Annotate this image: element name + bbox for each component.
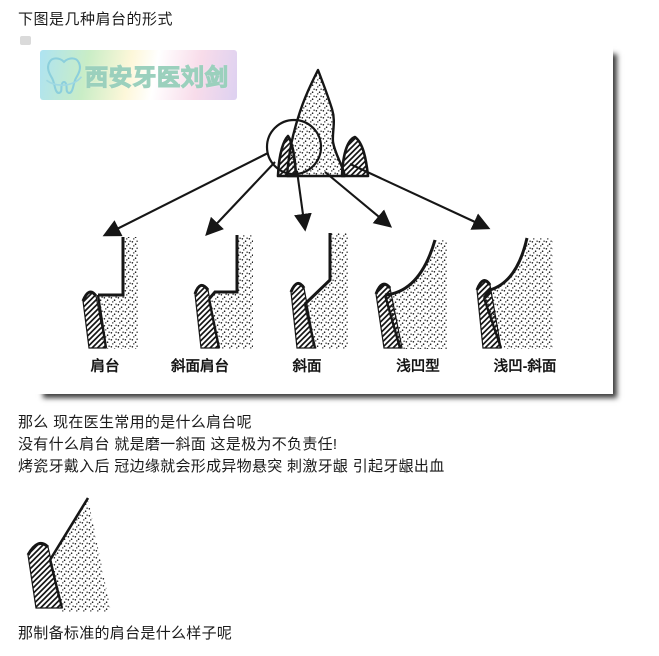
- tooth-logo-icon: [45, 57, 83, 94]
- arrow-to-chamfer-bevel: [349, 163, 491, 230]
- margin-drawing-chamfer: [374, 239, 447, 349]
- label-chamfer: 浅凹型: [396, 359, 440, 375]
- arrow-to-bevel: [294, 170, 312, 232]
- commentary-line-1: 那么 现在医生常用的是什么肩台呢: [18, 414, 252, 431]
- shoulder-types-figure: 西安牙医刘剑 肩台 斜面肩台 斜面 浅凹型 浅凹-斜面: [35, 46, 613, 394]
- gingiva-left: [276, 134, 298, 178]
- commentary-line-2: 没有什么肩台 就是磨一斜面 这是极为不负责任!: [18, 436, 338, 453]
- label-shoulder: 肩台: [90, 359, 120, 375]
- label-beveled-shoulder: 斜面肩台: [171, 359, 229, 375]
- label-bevel: 斜面: [292, 359, 322, 375]
- commentary-line-3: 烤瓷牙戴入后 冠边缘就会形成异物悬突 刺激牙龈 引起牙龈出血: [18, 458, 445, 475]
- watermark-banner: 西安牙医刘剑: [40, 50, 237, 100]
- bevel-closeup-figure: [26, 497, 111, 612]
- arrow-to-chamfer: [324, 171, 393, 228]
- shoulder-types-diagram: [81, 68, 553, 349]
- page-title: 下图是几种肩台的形式: [18, 11, 174, 28]
- scan-artifact: [20, 36, 31, 45]
- margin-drawing-bevel: [289, 233, 348, 349]
- pointer-arrows: [102, 152, 491, 237]
- margin-drawing-chamfer-bevel: [475, 237, 553, 349]
- arrow-to-shoulder: [102, 152, 269, 237]
- label-chamfer-bevel: 浅凹-斜面: [493, 359, 557, 375]
- commentary-paragraph: 那么 现在医生常用的是什么肩台呢 没有什么肩台 就是磨一斜面 这是极为不负责任!…: [18, 412, 445, 478]
- prepared-tooth-illustration: [265, 68, 370, 178]
- closing-question: 那制备标准的肩台是什么样子呢: [18, 625, 233, 642]
- margin-drawing-shoulder: [81, 237, 138, 349]
- gingiva-right: [340, 135, 370, 178]
- margin-drawing-beveled-shoulder: [193, 235, 253, 349]
- arrow-to-beveled-shoulder: [205, 161, 276, 236]
- watermark-text: 西安牙医刘剑: [84, 63, 229, 90]
